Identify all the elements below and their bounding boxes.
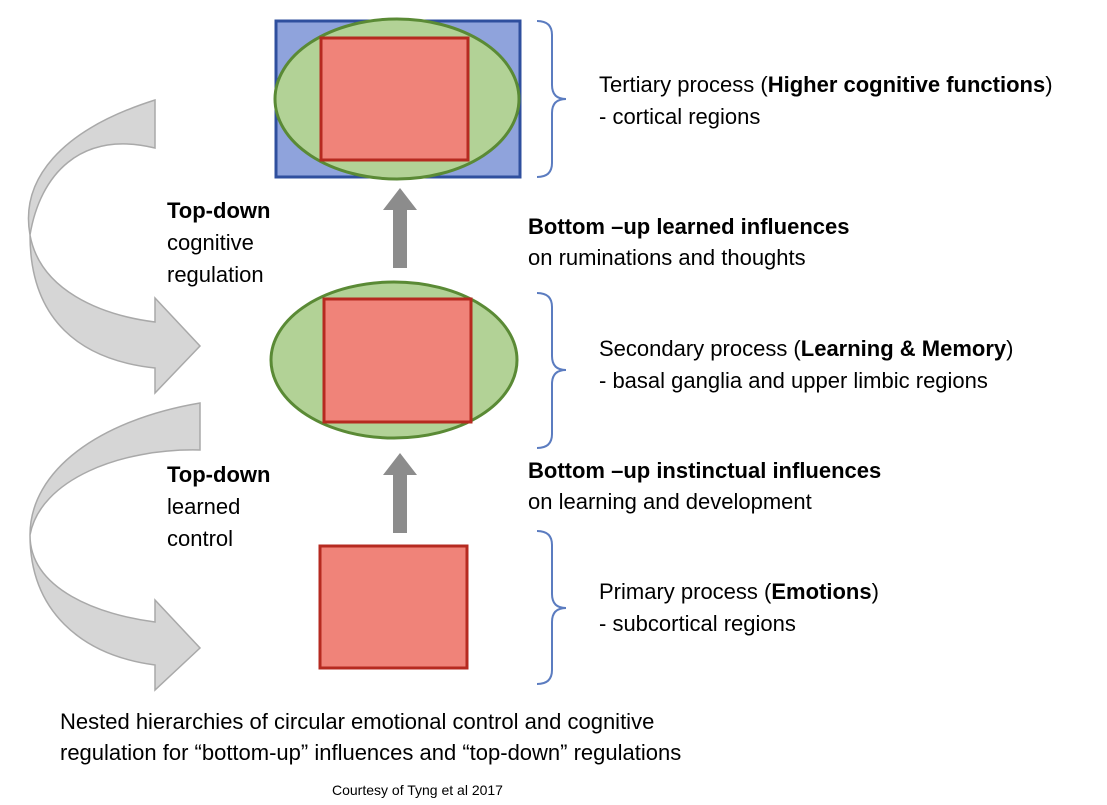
top-down-learned-line3: control [167, 526, 234, 551]
top-down-cognitive-line3: regulation [167, 262, 264, 287]
primary-process-label: Primary process (Emotions) [599, 576, 879, 607]
bottom-up-instinctual-arrow [383, 453, 417, 533]
bottom-up-learned-arrow [383, 188, 417, 268]
secondary-suffix: ) [1006, 336, 1014, 361]
bottom-up-learned-text: on ruminations and thoughts [528, 245, 806, 270]
secondary-process-label: Secondary process (Learning & Memory) [599, 333, 1013, 364]
top-down-cognitive-arrow [27, 98, 202, 395]
bottom-up-instinctual-text: on learning and development [528, 489, 812, 514]
tertiary-prefix: Tertiary process ( [599, 72, 768, 97]
tertiary-process-detail: - cortical regions [599, 104, 761, 129]
figure-caption: Nested hierarchies of circular emotional… [60, 706, 681, 768]
primary-process-detail: - subcortical regions [599, 611, 796, 636]
primary-bold: Emotions [771, 579, 872, 604]
caption-line-1: Nested hierarchies of circular emotional… [60, 709, 655, 734]
primary-suffix: ) [871, 579, 879, 604]
tertiary-suffix: ) [1045, 72, 1053, 97]
tertiary-emotion-box [319, 36, 470, 162]
tertiary-bold: Higher cognitive functions [767, 72, 1046, 97]
top-down-learned-title: Top-down [167, 462, 271, 487]
primary-brace [536, 530, 567, 685]
bottom-up-instinctual-title: Bottom –up instinctual influences [528, 458, 882, 483]
primary-emotion-box [318, 544, 469, 670]
top-down-learned-arrow [29, 402, 202, 692]
caption-line-2: regulation for “bottom-up” influences an… [60, 740, 682, 765]
secondary-bold: Learning & Memory [800, 336, 1007, 361]
tertiary-process-label: Tertiary process (Higher cognitive funct… [599, 69, 1053, 100]
tertiary-brace [536, 20, 567, 178]
primary-prefix: Primary process ( [599, 579, 772, 604]
figure-credit: Courtesy of Tyng et al 2017 [332, 782, 503, 798]
top-down-cognitive-title: Top-down [167, 198, 271, 223]
top-down-learned-line2: learned [167, 494, 241, 519]
secondary-prefix: Secondary process ( [599, 336, 801, 361]
bottom-up-learned-title: Bottom –up learned influences [528, 214, 850, 239]
secondary-brace [536, 292, 567, 449]
secondary-process-detail: - basal ganglia and upper limbic regions [599, 368, 988, 393]
top-down-cognitive-line2: cognitive [167, 230, 254, 255]
secondary-emotion-box [322, 297, 473, 424]
